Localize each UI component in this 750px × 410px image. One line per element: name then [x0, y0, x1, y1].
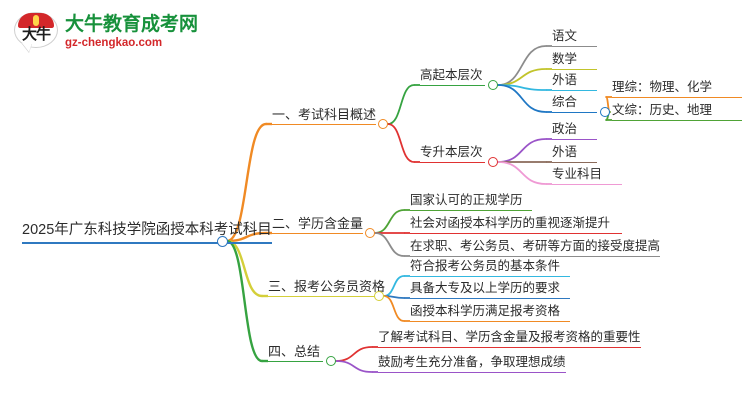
- mindmap-node-lvl2[interactable]: 了解考试科目、学历含金量及报考资格的重要性: [378, 331, 641, 348]
- mindmap-node-lvl2[interactable]: 在求职、考公务员、考研等方面的接受度提高: [410, 240, 661, 257]
- connector-path: [225, 239, 264, 363]
- connector-path: [383, 295, 405, 322]
- mindmap-node-lvl1[interactable]: 二、学历含金量: [272, 217, 364, 234]
- mindmap-node-lvl1[interactable]: 四、总结: [268, 345, 323, 362]
- mindmap-node-dot[interactable]: [488, 80, 498, 90]
- logo-subtitle: gz-chengkao.com: [65, 37, 163, 49]
- mindmap-node-lvl3[interactable]: 外语: [552, 74, 597, 91]
- mindmap-node-lvl2[interactable]: 函授本科学历满足报考资格: [410, 305, 570, 322]
- mindmap-root-dot[interactable]: [216, 235, 228, 247]
- mindmap-node-lvl2[interactable]: 具备大专及以上学历的要求: [410, 282, 570, 299]
- mindmap-node-lvl2[interactable]: 鼓励考生充分准备，争取理想成绩: [378, 356, 566, 373]
- connector-path: [497, 84, 547, 113]
- connector-path: [335, 346, 373, 362]
- logo-cap-shape: [18, 13, 54, 28]
- mindmap-node-lvl3[interactable]: 政治: [552, 123, 597, 140]
- logo-title: 大牛教育成考网: [65, 14, 199, 35]
- mindmap-node-lvl3[interactable]: 外语: [552, 146, 597, 163]
- logo-tail-shape: [22, 43, 32, 52]
- connector-path: [497, 84, 547, 91]
- mindmap-node-lvl2[interactable]: 社会对函授本科学历的重视逐渐提升: [410, 217, 622, 234]
- mindmap-node-lvl1[interactable]: 一、考试科目概述: [272, 108, 377, 125]
- mindmap-node-dot[interactable]: [326, 356, 336, 366]
- site-logo: 大牛 大牛教育成考网 gz-chengkao.com: [14, 8, 198, 56]
- connector-path: [497, 161, 547, 185]
- mindmap-node-dot[interactable]: [600, 107, 610, 117]
- mindmap-node-lvl3[interactable]: 语文: [552, 30, 597, 47]
- logo-wordmark: 大牛教育成考网 gz-chengkao.com: [65, 13, 198, 51]
- mindmap-node-lvl2[interactable]: 国家认可的正规学历: [410, 194, 532, 211]
- connector-path: [497, 45, 547, 86]
- mindmap-node-lvl3[interactable]: 综合: [552, 96, 597, 113]
- connector-path: [383, 295, 405, 299]
- daniu-speech-bubble-logo-icon: 大牛: [14, 11, 58, 53]
- mindmap-node-dot[interactable]: [374, 291, 384, 301]
- connector-path: [225, 239, 264, 298]
- logo-mark-text: 大牛: [21, 26, 51, 43]
- mindmap-node-lvl3[interactable]: 数学: [552, 53, 597, 70]
- mindmap-node-lvl4[interactable]: 文综：历史、地理: [612, 104, 742, 121]
- connector-path: [335, 360, 373, 373]
- mindmap-node-lvl2[interactable]: 符合报考公务员的基本条件: [410, 260, 570, 277]
- connector-path: [497, 68, 547, 86]
- mindmap-node-root[interactable]: 2025年广东科技学院函授本科考试科目: [22, 223, 272, 244]
- connector-path: [374, 232, 405, 257]
- connector-path: [383, 275, 405, 297]
- mindmap-node-lvl1[interactable]: 三、报考公务员资格: [268, 280, 386, 297]
- mindmap-node-dot[interactable]: [488, 157, 498, 167]
- mindmap-node-lvl3[interactable]: 专业科目: [552, 168, 622, 185]
- mindmap-node-lvl2[interactable]: 高起本层次: [420, 69, 485, 86]
- mindmap-node-dot[interactable]: [378, 119, 388, 129]
- connector-path: [374, 209, 405, 234]
- connector-path: [497, 138, 547, 163]
- connector-path: [387, 84, 415, 125]
- mindmap-node-lvl4[interactable]: 理综：物理、化学: [612, 81, 742, 98]
- connector-path: [387, 123, 415, 163]
- mindmap-node-lvl2[interactable]: 专升本层次: [420, 146, 485, 163]
- mindmap-node-dot[interactable]: [365, 228, 375, 238]
